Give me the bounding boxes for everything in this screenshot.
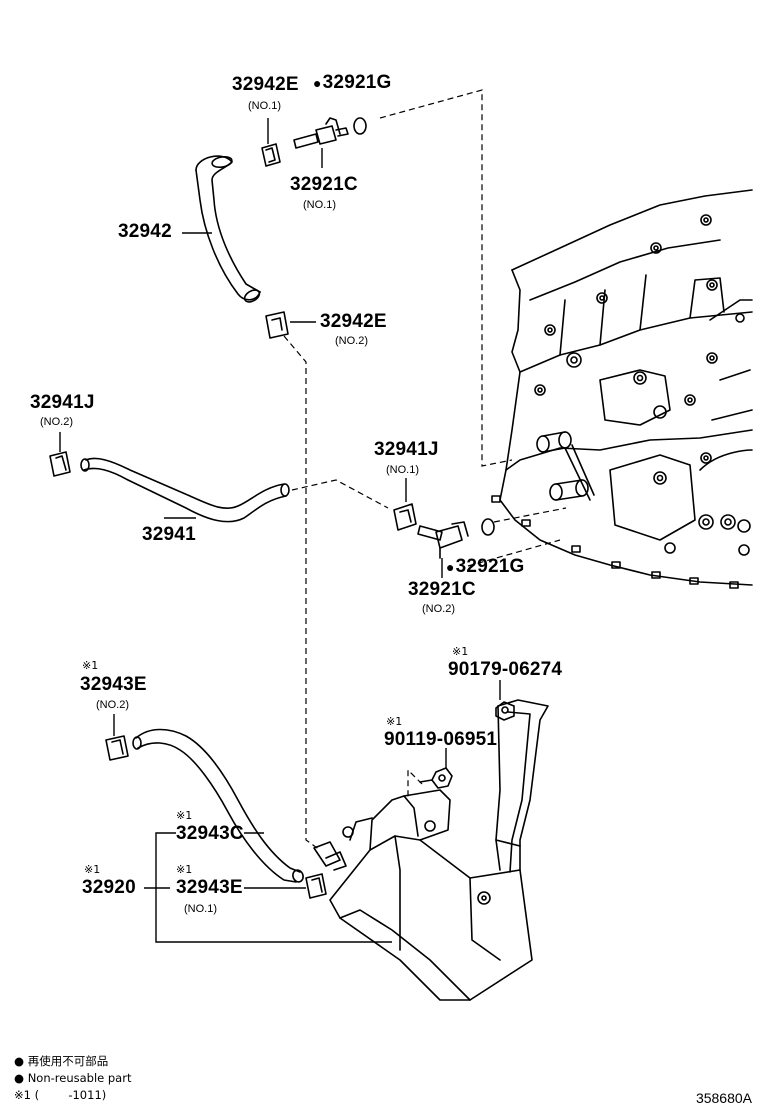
legend-nonreusable-jp: ● 再使用不可部品: [14, 1054, 108, 1068]
legend-footnote: ※1 ( -1011): [14, 1088, 107, 1102]
label-32921G-top[interactable]: 32921G: [313, 73, 392, 93]
gasket-32921G-top-drawing: [353, 117, 367, 135]
label-90179-06274[interactable]: 90179-06274: [448, 659, 563, 680]
label-90119-06951[interactable]: 90119-06951: [384, 729, 498, 750]
label-32943E-no2-sub: (NO.2): [96, 699, 129, 711]
hose-32943C-drawing: [132, 728, 304, 883]
label-32941J-no2[interactable]: 32941J: [30, 392, 95, 413]
label-32941J-no2-sub: (NO.2): [40, 416, 73, 428]
mark-32920: ※1: [84, 863, 101, 876]
label-32943E-no2[interactable]: 32943E: [80, 674, 147, 695]
mark-32943E-no1: ※1: [176, 863, 193, 876]
bolt-90119-drawing: [419, 767, 453, 789]
label-32942[interactable]: 32942: [118, 221, 172, 242]
mark-90119: ※1: [386, 715, 403, 728]
label-32921C-no2-sub: (NO.2): [422, 603, 455, 615]
hose-32942-drawing: [195, 155, 261, 303]
label-32942E-no2-sub: (NO.2): [335, 335, 368, 347]
clip-32941J-no2-drawing: [49, 451, 71, 477]
legend-nonreusable-en: ● Non-reusable part: [14, 1071, 131, 1085]
leader-lines: [59, 118, 501, 943]
filled-dot-icon: ●: [14, 1054, 25, 1068]
legend-line1: 再使用不可部品: [27, 1054, 109, 1068]
clip-32942E-no1-drawing: [261, 143, 281, 167]
bolt-90179-drawing: [495, 701, 515, 721]
label-32943E-no1[interactable]: 32943E: [176, 877, 243, 898]
label-32942E-no1-sub: (NO.1): [248, 100, 281, 112]
label-32921C-no1[interactable]: 32921C: [290, 174, 358, 195]
hose-32941-drawing: [80, 457, 290, 523]
mark-90179: ※1: [452, 645, 469, 658]
gasket-32921G-bottom-drawing: [481, 518, 495, 536]
clip-32942E-no2-drawing: [265, 311, 289, 339]
mark-32943E-no2: ※1: [82, 659, 99, 672]
label-32941[interactable]: 32941: [142, 524, 196, 545]
label-32943E-no1-sub: (NO.1): [184, 903, 217, 915]
label-32921C-no1-sub: (NO.1): [303, 199, 336, 211]
bracket-assy-32920-drawing: [313, 699, 549, 1001]
transmission-case: [491, 189, 753, 589]
clip-32941J-no1-drawing: [393, 503, 417, 531]
clip-32943E-no2-drawing: [105, 735, 129, 761]
diagram-code: 358680A: [695, 1090, 752, 1106]
label-32920[interactable]: 32920: [82, 877, 136, 898]
mark-32943C: ※1: [176, 809, 193, 822]
label-32943C[interactable]: 32943C: [176, 823, 244, 844]
label-32921G-bottom[interactable]: 32921G: [446, 557, 525, 577]
union-32921C-no1-drawing: [293, 117, 349, 149]
label-32942E-no1[interactable]: 32942E: [232, 74, 299, 95]
filled-dot-icon: ●: [14, 1071, 25, 1085]
label-32942E-no2[interactable]: 32942E: [320, 311, 387, 332]
union-32921C-no2-drawing: [417, 521, 469, 559]
clip-32943E-no1-drawing: [305, 873, 327, 899]
label-32941J-no1[interactable]: 32941J: [374, 439, 439, 460]
label-32941J-no1-sub: (NO.1): [386, 464, 419, 476]
label-32921C-no2[interactable]: 32921C: [408, 579, 476, 600]
legend-line2: Non-reusable part: [27, 1071, 132, 1085]
